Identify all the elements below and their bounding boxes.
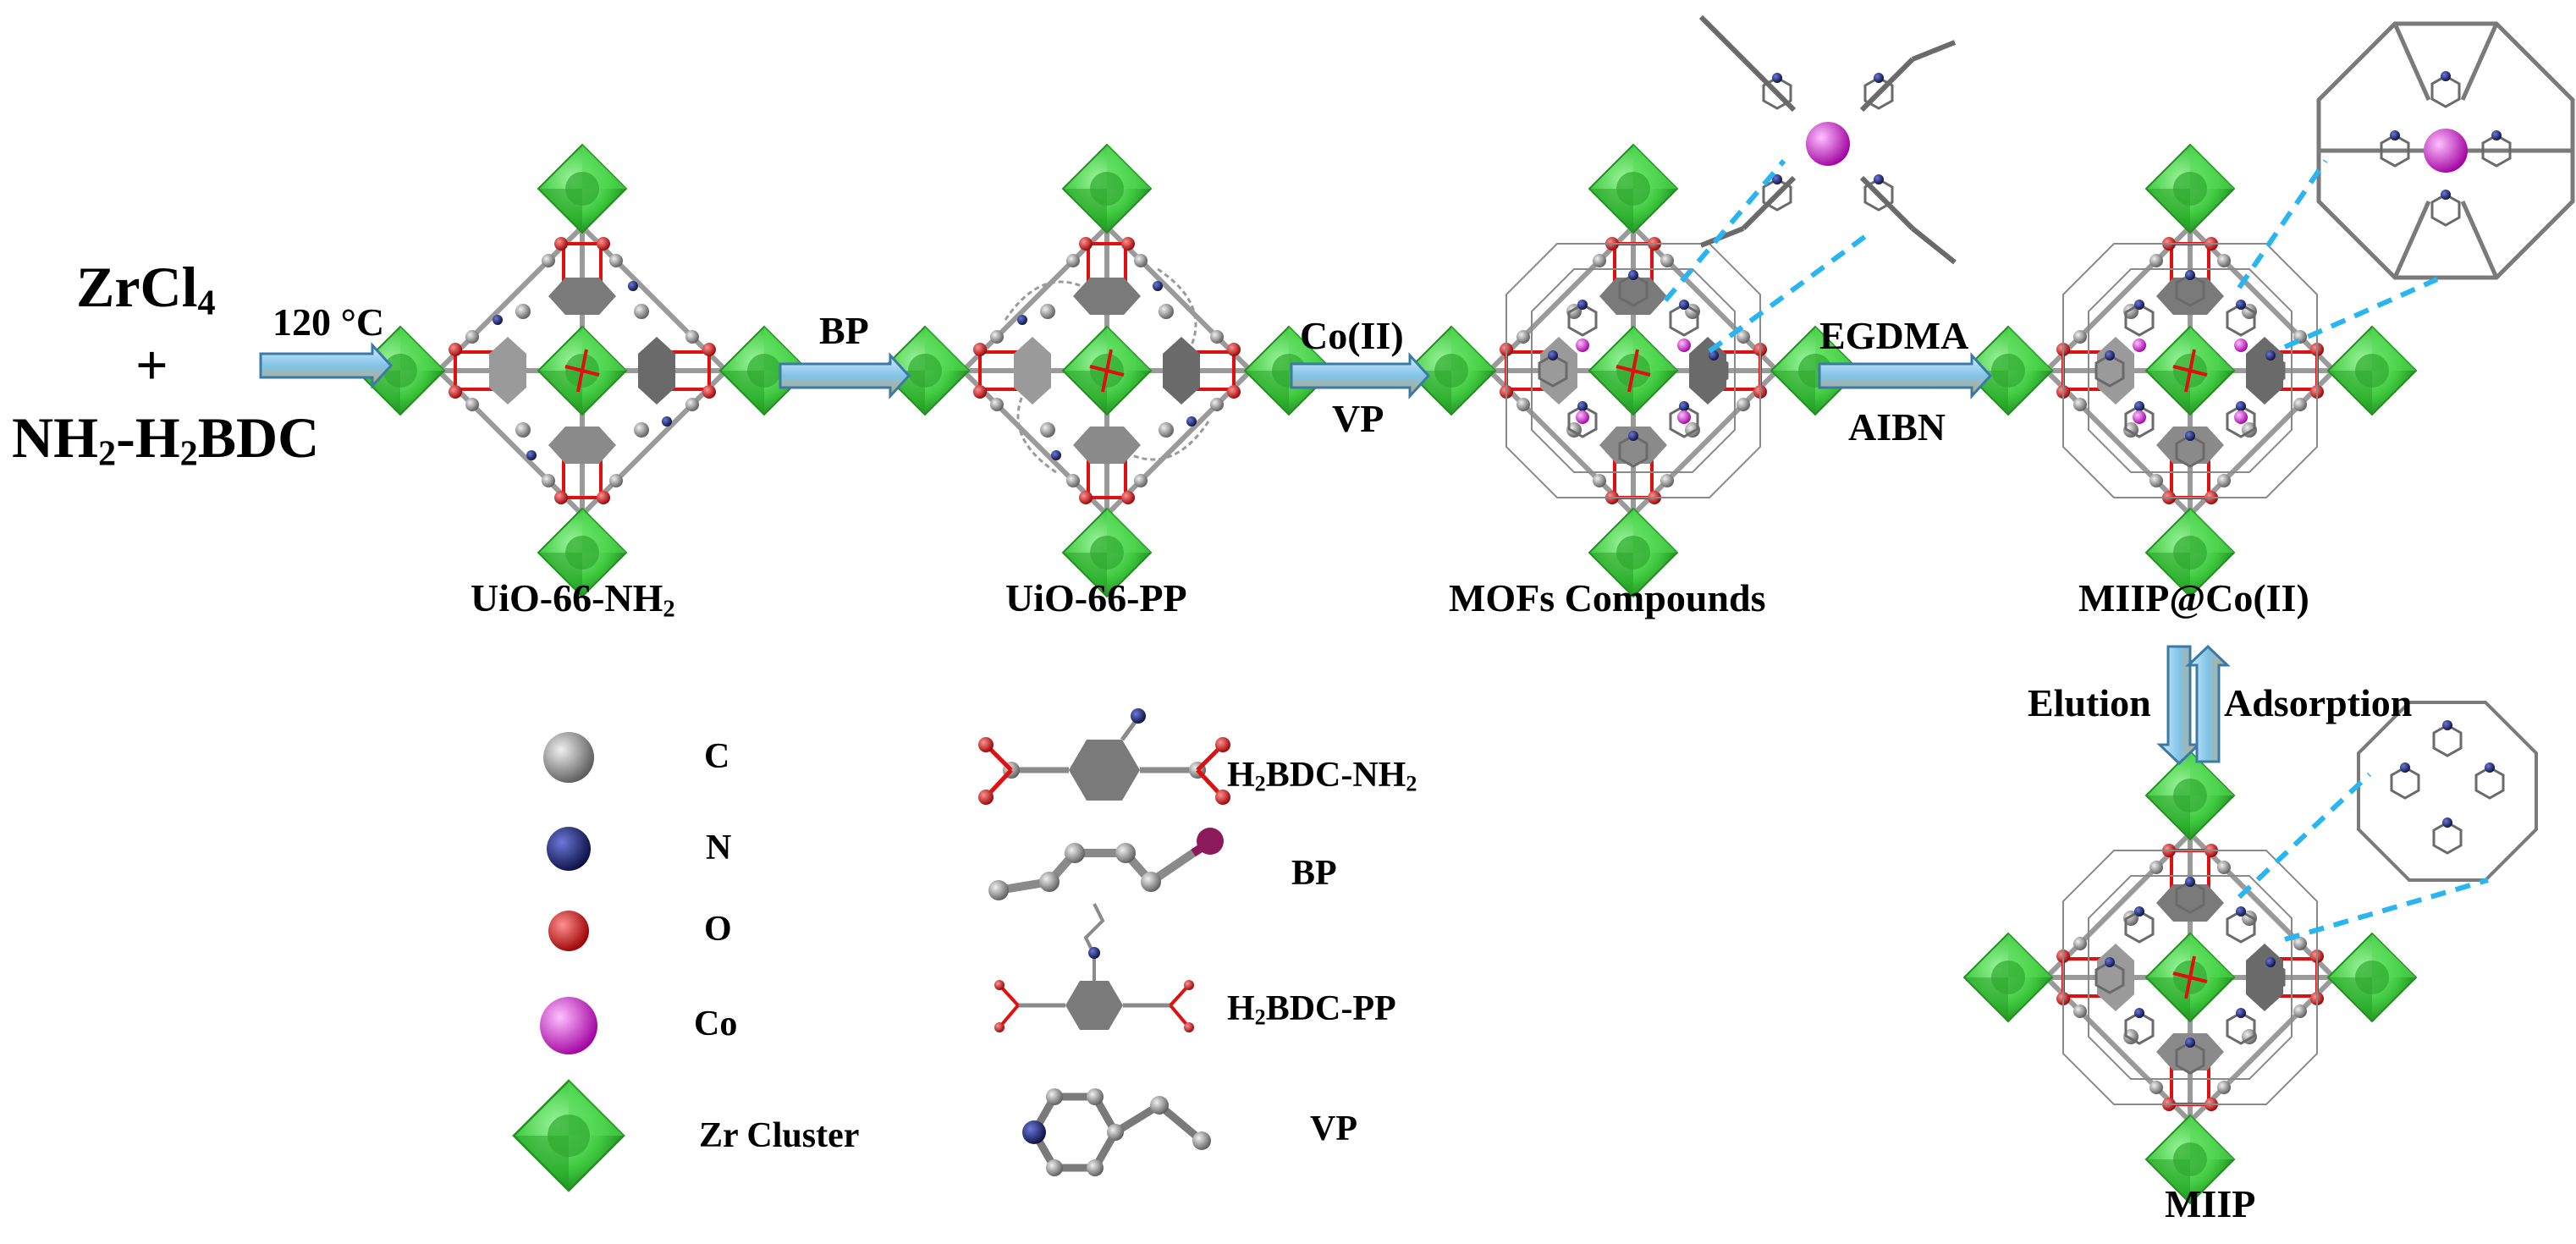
miip-structure [1964, 751, 2416, 1203]
step3-reagent-top: Co(II) [1300, 314, 1404, 357]
legend-h2bdc-pp-model [994, 903, 1194, 1032]
legend-h2bdc-nh2-model [978, 708, 1230, 805]
polymer-cavity-co-inset [2316, 21, 2575, 280]
legend-oxygen-sphere [548, 911, 589, 951]
reactant-nh2-h2bdc: NH2-H2BDC [12, 405, 320, 474]
legend-label-zr-cluster: Zr Cluster [699, 1116, 860, 1155]
adsorption-label: Adsorption [2224, 681, 2413, 724]
uio-66-nh2-structure [356, 145, 808, 597]
legend-label-h2bdc-pp: H2BDC-PP [1227, 989, 1396, 1030]
step4-reagent-bottom: AIBN [1848, 405, 1946, 449]
legend-label-co: Co [694, 1005, 738, 1043]
elution-label: Elution [2028, 681, 2151, 724]
step1-condition: 120 °C [272, 300, 385, 344]
co-complex-inset [1698, 14, 1957, 265]
legend-vp-model [1022, 1088, 1211, 1176]
arrow-step4 [1818, 352, 1993, 399]
arrow-step3 [1290, 352, 1431, 399]
label-miip-co: MIIP@Co(II) [2078, 576, 2309, 619]
legend-label-vp: VP [1310, 1109, 1357, 1148]
legend-bp-model [988, 828, 1224, 900]
step2-reagent: BP [819, 309, 869, 352]
label-mofs-compounds: MOFs Compounds [1449, 576, 1766, 619]
step3-reagent-bottom: VP [1332, 397, 1384, 440]
legend-cobalt-sphere [540, 997, 597, 1054]
arrow-adsorption [2185, 644, 2231, 763]
legend-label-c: C [704, 737, 730, 776]
legend-label-h2bdc-nh2: H2BDC-NH2 [1227, 756, 1417, 796]
legend-nitrogen-sphere [547, 827, 591, 871]
miip-co-structure [1964, 145, 2416, 597]
arrow-step2 [779, 352, 911, 399]
legend-label-bp: BP [1291, 854, 1337, 893]
label-uio-66-pp: UiO-66-PP [1005, 576, 1187, 619]
step4-reagent-top: EGDMA [1819, 314, 1969, 357]
legend-carbon-sphere [543, 732, 594, 783]
legend-zr-cluster [512, 1079, 625, 1192]
reactant-zrcl4: ZrCl4 [76, 255, 216, 323]
label-uio-66-nh2: UiO-66-NH2 [471, 576, 675, 623]
reactant-plus: + [135, 333, 168, 397]
legend-label-o: O [704, 910, 732, 949]
mofs-compounds-structure [1407, 145, 1859, 597]
label-miip: MIIP [2165, 1182, 2256, 1225]
zoom-dashed-lines [1663, 159, 2489, 942]
arrow-step1 [259, 342, 394, 389]
uio-66-pp-structure [881, 145, 1333, 597]
legend-label-n: N [706, 828, 732, 867]
polymer-cavity-empty-inset [2357, 701, 2538, 882]
legend-atoms [512, 732, 625, 1192]
